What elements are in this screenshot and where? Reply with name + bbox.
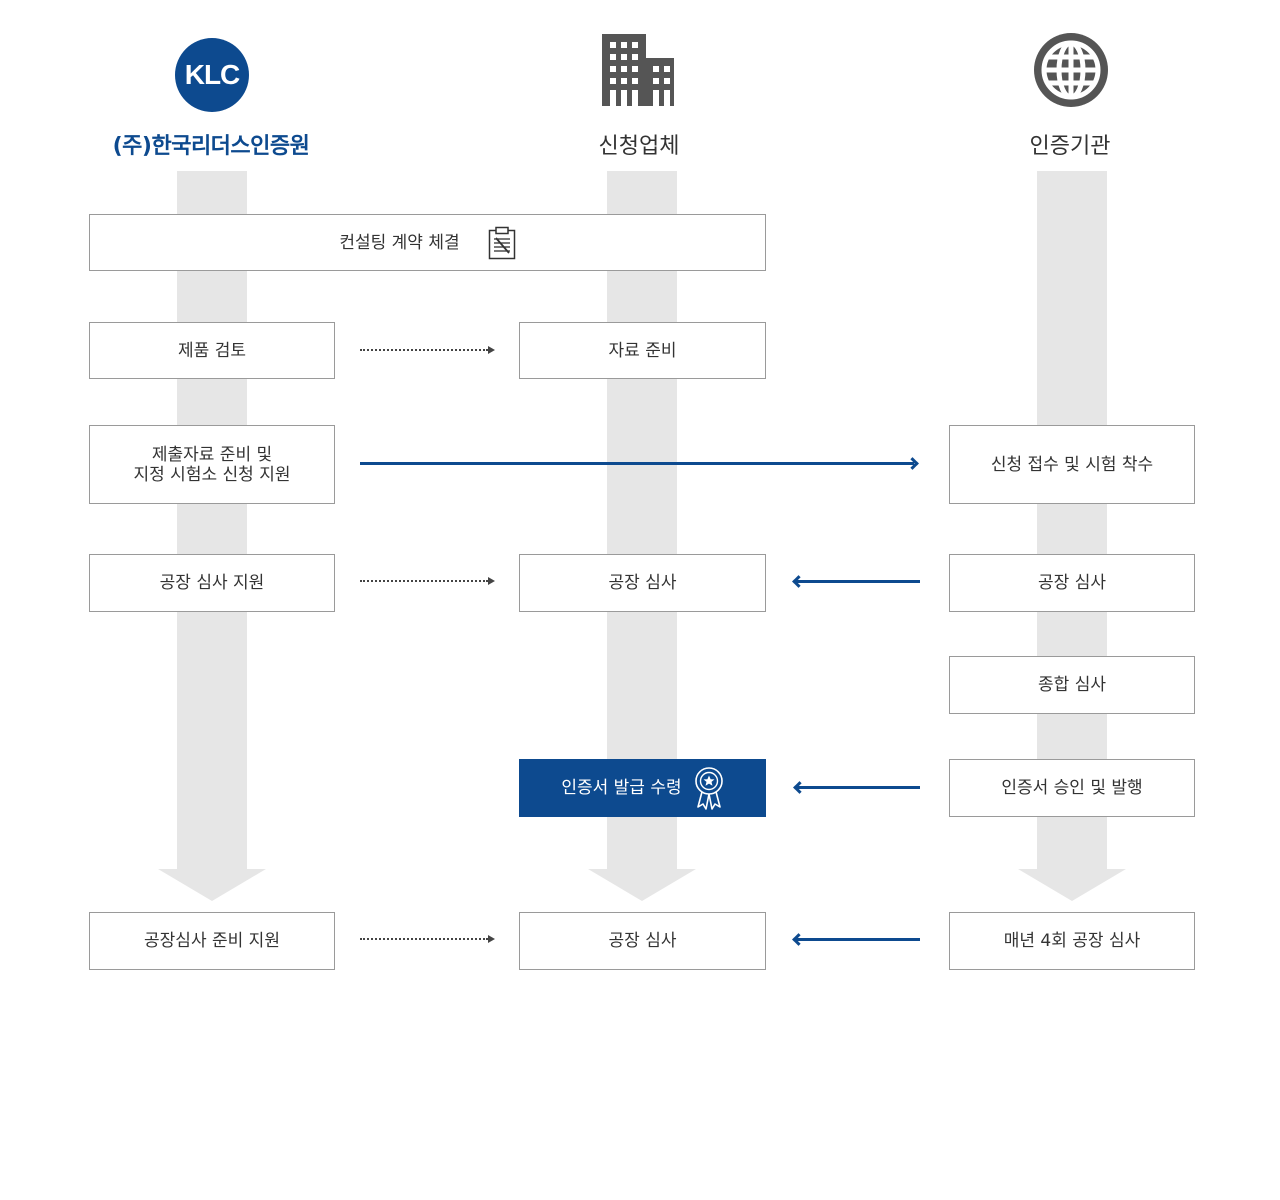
step-label: 자료 준비 (608, 340, 677, 361)
klc-logo-text: KLC (184, 59, 241, 90)
step-comprehensive-review: 종합 심사 (949, 656, 1195, 714)
solid-arrow-line (796, 938, 920, 941)
step-factory-audit-applicant: 공장 심사 (519, 554, 766, 612)
step-label: 인증서 발급 수령 (561, 778, 682, 798)
step-label: 컨설팅 계약 체결 (339, 232, 460, 253)
clipboard-document-icon (488, 226, 516, 260)
step-label: 제출자료 준비 및 지정 시험소 신청 지원 (133, 444, 291, 485)
applicant-flow-arrowhead (588, 869, 696, 901)
solid-arrow-line (360, 462, 914, 465)
globe-icon (1033, 32, 1109, 108)
step-label: 매년 4회 공장 심사 (1003, 931, 1141, 951)
step-annual-audit-body: 매년 4회 공장 심사 (949, 912, 1195, 970)
dotted-arrow-line (360, 938, 488, 940)
applicant-column-title: 신청업체 (598, 134, 680, 159)
building-icon (600, 32, 676, 108)
step-label: 공장 심사 (608, 573, 677, 593)
arrow-right-icon (488, 935, 495, 943)
dotted-arrow-line (360, 580, 488, 582)
step-application-receipt: 신청 접수 및 시험 착수 (949, 425, 1195, 504)
step-label: 제품 검토 (178, 340, 246, 361)
certification-body-column-title: 인증기관 (1029, 134, 1111, 159)
step-submission-support: 제출자료 준비 및 지정 시험소 신청 지원 (89, 425, 335, 504)
step-label: 공장심사 준비 지원 (144, 931, 280, 951)
klc-flow-lane (177, 171, 247, 870)
klc-logo: KLC (175, 38, 249, 112)
step-consulting-contract: 컨설팅 계약 체결 (89, 214, 766, 271)
solid-arrow-line (797, 786, 920, 789)
step-annual-audit-prep-support: 공장심사 준비 지원 (89, 912, 335, 970)
dotted-arrow-line (360, 349, 488, 351)
arrow-right-icon (488, 577, 495, 585)
step-product-review: 제품 검토 (89, 322, 335, 379)
solid-arrow-line (796, 580, 920, 583)
step-certificate-approval: 인증서 승인 및 발행 (949, 759, 1195, 817)
certification-body-flow-arrowhead (1018, 869, 1126, 901)
step-label: 신청 접수 및 시험 착수 (990, 454, 1154, 475)
step-label: 공장 심사 (608, 931, 677, 951)
step-label: 종합 심사 (1038, 675, 1106, 695)
step-factory-audit-body: 공장 심사 (949, 554, 1195, 612)
step-label: 공장 심사 (1038, 573, 1106, 593)
step-annual-audit-applicant: 공장 심사 (519, 912, 766, 970)
step-label: 공장 심사 지원 (159, 573, 265, 593)
arrow-right-icon (488, 346, 495, 354)
arrow-right-icon (906, 457, 919, 470)
step-material-preparation: 자료 준비 (519, 322, 766, 379)
certification-body-flow-lane (1037, 171, 1107, 870)
step-certificate-received: 인증서 발급 수령 (519, 759, 766, 817)
klc-column-title: (주)한국리더스인증원 (112, 134, 310, 159)
step-label: 인증서 승인 및 발행 (1001, 778, 1143, 798)
applicant-flow-lane (607, 171, 677, 870)
klc-flow-arrowhead (158, 869, 266, 901)
step-factory-audit-support: 공장 심사 지원 (89, 554, 335, 612)
award-ribbon-icon (694, 766, 724, 810)
